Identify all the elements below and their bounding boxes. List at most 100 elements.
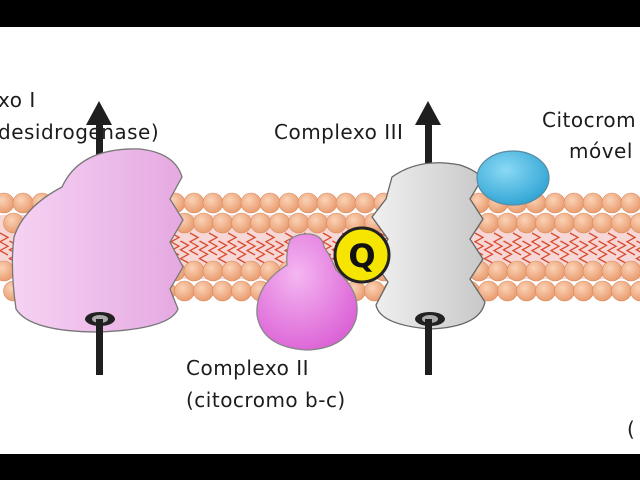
- lipid-head: [601, 260, 623, 282]
- lipid-head: [212, 212, 233, 234]
- lipid-head: [240, 260, 262, 282]
- lipid-head: [525, 260, 547, 282]
- lipid-tail: [568, 232, 580, 256]
- lipid-head: [516, 212, 537, 234]
- lipid-head: [620, 192, 640, 214]
- lipid-tail: [483, 240, 494, 264]
- lipid-head: [231, 280, 252, 302]
- lipid-tail: [236, 240, 247, 264]
- lipid-head: [278, 192, 300, 214]
- lipid-tail: [264, 232, 276, 256]
- lipid-tail: [274, 240, 285, 264]
- lipid-head: [582, 192, 604, 214]
- lipid-tail: [179, 240, 190, 264]
- lipid-head: [592, 280, 613, 302]
- quinone-circle: [333, 226, 391, 284]
- lipid-head: [288, 212, 309, 234]
- lipid-head: [573, 212, 594, 234]
- lipid-head: [202, 192, 224, 214]
- lipid-tail: [587, 232, 599, 256]
- lipid-tail: [198, 240, 209, 264]
- lipid-head: [563, 192, 585, 214]
- lipid-head: [354, 192, 376, 214]
- cytochrome-mobile-label-line1: Citocrom: [542, 108, 637, 132]
- lipid-tail: [245, 232, 257, 256]
- lipid-tail: [549, 232, 561, 256]
- lipid-head: [544, 192, 566, 214]
- lipid-tail: [217, 240, 228, 264]
- lipid-head: [563, 260, 585, 282]
- lipid-head: [592, 212, 613, 234]
- lipid-tail: [578, 240, 589, 264]
- membrane-diagram: Q: [0, 101, 640, 375]
- lipid-head: [601, 192, 623, 214]
- lipid-tail: [625, 232, 637, 256]
- lipid-tail: [511, 232, 523, 256]
- lipid-head: [573, 280, 594, 302]
- complex1-shape: [11, 148, 184, 333]
- lipid-head: [240, 192, 262, 214]
- lipid-head: [497, 280, 518, 302]
- lipid-head: [487, 260, 509, 282]
- lipid-head: [335, 192, 357, 214]
- lipid-tail: [559, 240, 570, 264]
- lipid-head: [326, 212, 347, 234]
- lipid-head: [202, 260, 224, 282]
- quinone-label: Q: [348, 237, 375, 275]
- lipid-head: [506, 260, 528, 282]
- lipid-head: [307, 212, 328, 234]
- lipid-head: [535, 280, 556, 302]
- lipid-tail: [521, 240, 532, 264]
- lipid-head: [497, 212, 518, 234]
- lipid-tail: [635, 240, 640, 262]
- lipid-tail: [226, 232, 238, 256]
- lipid-tail: [616, 240, 627, 264]
- lipid-head: [611, 280, 632, 302]
- lipid-head: [554, 212, 575, 234]
- lipid-head: [221, 260, 243, 282]
- lipid-tail: [606, 232, 618, 256]
- lipid-tail: [540, 240, 551, 264]
- complex2-label-line1: Complexo II: [186, 356, 309, 380]
- lipid-tail: [502, 240, 513, 264]
- lipid-head: [554, 280, 575, 302]
- lipid-head: [193, 212, 214, 234]
- lipid-head: [183, 192, 205, 214]
- lipid-head: [316, 192, 338, 214]
- cytochrome-mobile-label-line2: móvel: [569, 139, 633, 163]
- lipid-head: [297, 192, 319, 214]
- lipid-tail: [255, 240, 266, 264]
- lipid-head: [544, 260, 566, 282]
- lipid-head: [535, 212, 556, 234]
- lipid-tail: [492, 232, 504, 256]
- lipid-head: [516, 280, 537, 302]
- lipid-head: [611, 212, 632, 234]
- lipid-head: [620, 260, 640, 282]
- lipid-head: [174, 280, 195, 302]
- lipid-head: [269, 212, 290, 234]
- lipid-head: [221, 192, 243, 214]
- complex2-label-line2: (citocromo b-c): [186, 388, 346, 412]
- lipid-head: [0, 192, 15, 214]
- lipid-head: [630, 212, 640, 234]
- complex1-label-line1: xo I: [0, 88, 36, 112]
- corner-partial-label: (: [627, 417, 636, 441]
- lipid-tail: [188, 232, 200, 256]
- lipid-head: [250, 212, 271, 234]
- lipid-tail: [0, 232, 10, 256]
- complex3-shape: [371, 162, 486, 330]
- lipid-tail: [530, 232, 542, 256]
- diagram-canvas: Q xo I desidrogenase) Complexo III Citoc…: [0, 27, 640, 454]
- complex1-label-line2: desidrogenase): [0, 120, 160, 144]
- lipid-tail: [597, 240, 608, 264]
- lipid-head: [630, 280, 640, 302]
- lipid-head: [193, 280, 214, 302]
- lipid-head: [259, 192, 281, 214]
- lipid-head: [231, 212, 252, 234]
- complex3-label: Complexo III: [274, 120, 404, 144]
- cytochrome-c-shape: [476, 150, 550, 206]
- lipid-head: [212, 280, 233, 302]
- lipid-head: [582, 260, 604, 282]
- lipid-tail: [207, 232, 219, 256]
- complex2-shape: [256, 233, 358, 351]
